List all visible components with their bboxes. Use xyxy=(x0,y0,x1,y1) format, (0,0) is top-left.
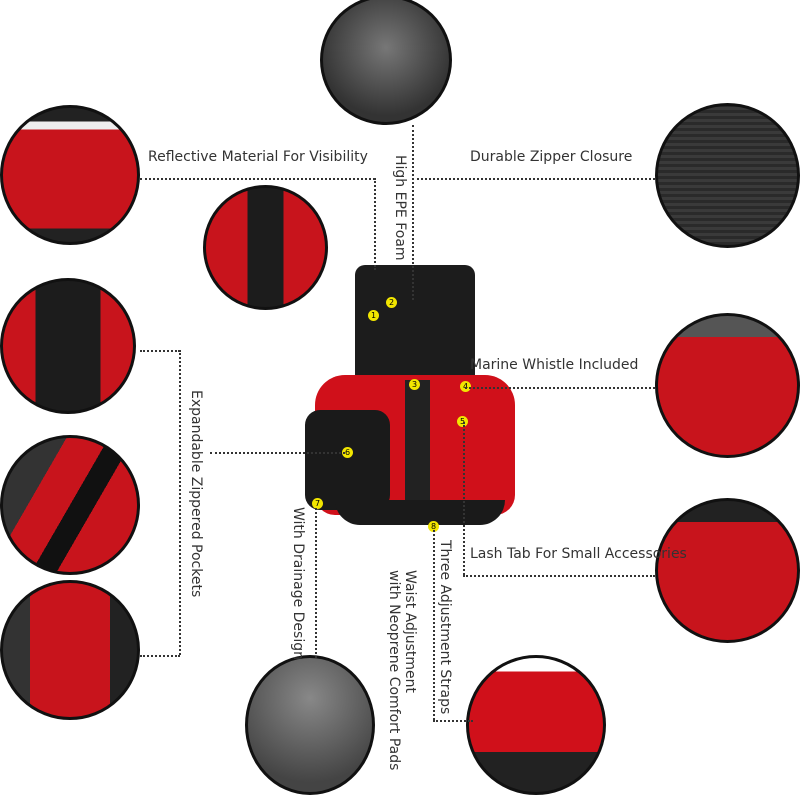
detail-lash-tab-photo xyxy=(655,498,800,643)
label-lash: Lash Tab For Small Accessories xyxy=(470,546,687,562)
label-straps: Three Adjustment Straps xyxy=(437,540,453,715)
leader-foam xyxy=(412,125,414,300)
detail-reflective-photo xyxy=(0,105,140,245)
marker-7: 7 xyxy=(312,498,323,509)
label-waist-2: with Neoprene Comfort Pads xyxy=(386,570,402,771)
marker-2: 2 xyxy=(386,297,397,308)
detail-pocket-photo-2 xyxy=(0,435,140,575)
label-drainage: With Drainage Design xyxy=(290,507,306,660)
label-waist-1: Waist Adjustment xyxy=(402,570,418,694)
marker-1: 1 xyxy=(368,310,379,321)
detail-straps-photo xyxy=(466,655,606,795)
label-foam: High EPE Foam xyxy=(392,155,408,261)
leader-pockets-bracket xyxy=(179,350,181,655)
label-whistle: Marine Whistle Included xyxy=(470,357,639,373)
leader-zipper xyxy=(412,178,655,180)
marker-4: 4 xyxy=(460,381,471,392)
detail-pocket-photo-1 xyxy=(0,278,136,414)
leader-reflective-v xyxy=(374,178,376,270)
detail-pocket-photo-3 xyxy=(0,580,140,720)
leader-straps-h xyxy=(433,720,473,722)
marker-8: 8 xyxy=(428,521,439,532)
label-pockets: Expandable Zippered Pockets xyxy=(188,390,204,598)
leader-pockets-bottom xyxy=(140,655,180,657)
detail-drainage-photo xyxy=(245,655,375,795)
marker-6: 6 xyxy=(342,447,353,458)
detail-foam-photo xyxy=(320,0,452,125)
leader-whistle xyxy=(465,387,655,389)
leader-lash xyxy=(463,575,655,577)
marker-3: 3 xyxy=(409,379,420,390)
leader-drainage xyxy=(315,508,317,658)
leader-reflective xyxy=(140,178,375,180)
life-vest-image xyxy=(305,265,520,540)
marker-5: 5 xyxy=(457,416,468,427)
detail-shoulder-photo xyxy=(203,185,328,310)
detail-whistle-photo xyxy=(655,313,800,458)
detail-zipper-photo xyxy=(655,103,800,248)
leader-straps xyxy=(433,530,435,720)
leader-lash-v xyxy=(463,422,465,575)
label-zipper: Durable Zipper Closure xyxy=(470,149,633,165)
leader-pockets-top xyxy=(140,350,180,352)
leader-pockets-center xyxy=(210,452,345,454)
label-reflective: Reflective Material For Visibility xyxy=(148,149,368,165)
